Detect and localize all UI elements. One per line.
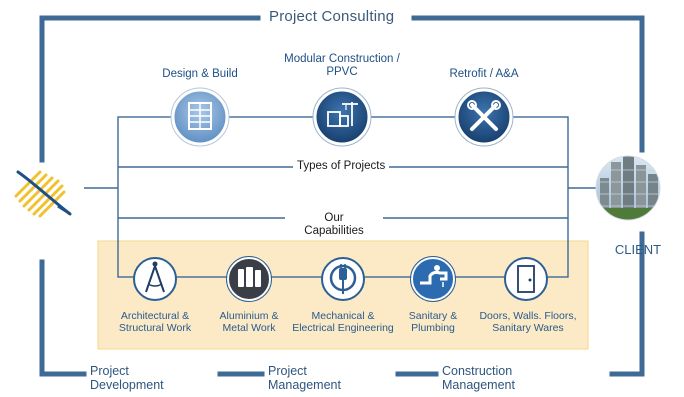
mechanical-electrical-icon [321,257,365,301]
design-build-icon [170,87,230,147]
capability-label-sanitary: Sanitary & Plumbing [408,310,458,335]
architectural-icon [133,257,177,301]
service-label-modular: Modular Construction / PPVC [284,53,400,79]
client-label: CLIENT [614,242,662,257]
sanitary-plumbing-icon [410,256,456,302]
service-label-retrofit: Retrofit / A&A [449,68,519,80]
phase-label-management: Project Management [268,364,341,393]
capability-label-aluminium: Aluminium & Metal Work [219,310,279,335]
company-logo [14,170,72,218]
types-of-projects-label: Types of Projects [293,160,390,174]
phase-label-development: Project Development [90,364,164,393]
project-consulting-title: Project Consulting [263,8,401,26]
client-building-image [595,155,661,221]
retrofit-icon [454,87,514,147]
service-label-design-build: Design & Build [162,68,238,80]
capability-label-architectural: Architectural & Structural Work [118,310,192,335]
capability-label-mechanical: Mechanical & Electrical Engineering [292,310,394,335]
our-capabilities-label: Our Capabilities [285,212,383,239]
consulting-frame [39,15,645,377]
aluminium-icon [226,256,272,302]
phase-label-construction: Construction Management [442,364,515,393]
capability-label-doors: Doors, Walls. Floors, Sanitary Wares [479,310,577,335]
modular-construction-icon [312,87,372,147]
doors-walls-icon [504,257,548,301]
